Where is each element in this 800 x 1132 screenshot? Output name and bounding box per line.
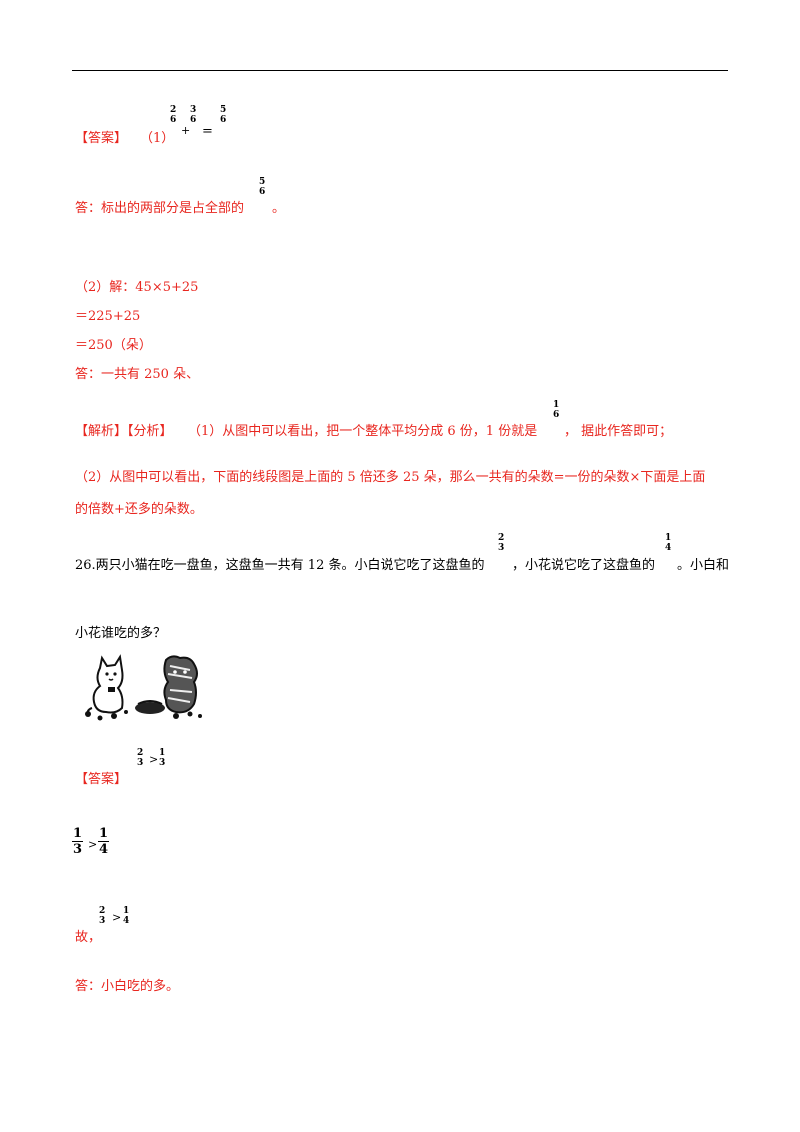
part2-line3: ＝250（朵）	[75, 338, 152, 353]
part1-answer-end: 。	[272, 201, 286, 216]
part1-answer: 答：标出的两部分是占全部的	[75, 201, 245, 216]
cats-eating-fish-illustration	[85, 654, 202, 721]
q26-question-c: 。小白和	[677, 558, 730, 573]
q26-question-b: ，小花说它吃了这盘鱼的	[512, 558, 656, 573]
header-rule	[72, 70, 728, 71]
eq-equals: =	[202, 124, 213, 139]
q26-question-line2: 小花谁吃的多？	[75, 626, 167, 641]
therefore-label: 故，	[75, 930, 102, 945]
q26-final-answer: 答：小白吃的多。	[75, 979, 180, 994]
analysis-tags: 【解析】【分析】	[75, 424, 173, 439]
part2-answer: 答：一共有 250 朵、	[75, 367, 200, 382]
answer-tag: 【答案】	[75, 131, 128, 146]
cmp1-operator: >	[149, 753, 159, 766]
q26-question-a: 26.两只小猫在吃一盘鱼，这盘鱼一共有 12 条。小白说它吃了这盘鱼的	[75, 558, 485, 573]
analysis2-line2: 的倍数+还多的朵数。	[75, 502, 203, 517]
analysis1-end: ， 据此作答即可；	[564, 424, 673, 439]
part1-prefix: （1）	[140, 131, 175, 146]
eq-plus: +	[181, 124, 191, 137]
part2-line2: ＝225+25	[75, 309, 141, 324]
cmp2-operator: >	[88, 838, 98, 851]
q26-answer-tag: 【答案】	[75, 772, 128, 787]
analysis2-line1: （2）从图中可以看出，下面的线段图是上面的 5 倍还多 25 朵，那么一共有的朵…	[75, 470, 706, 485]
part2-line1: （2）解：45×5+25	[75, 280, 199, 295]
analysis1-text: （1）从图中可以看出，把一个整体平均分成 6 份，1 份就是	[188, 424, 538, 439]
cmp3-operator: >	[112, 911, 122, 924]
